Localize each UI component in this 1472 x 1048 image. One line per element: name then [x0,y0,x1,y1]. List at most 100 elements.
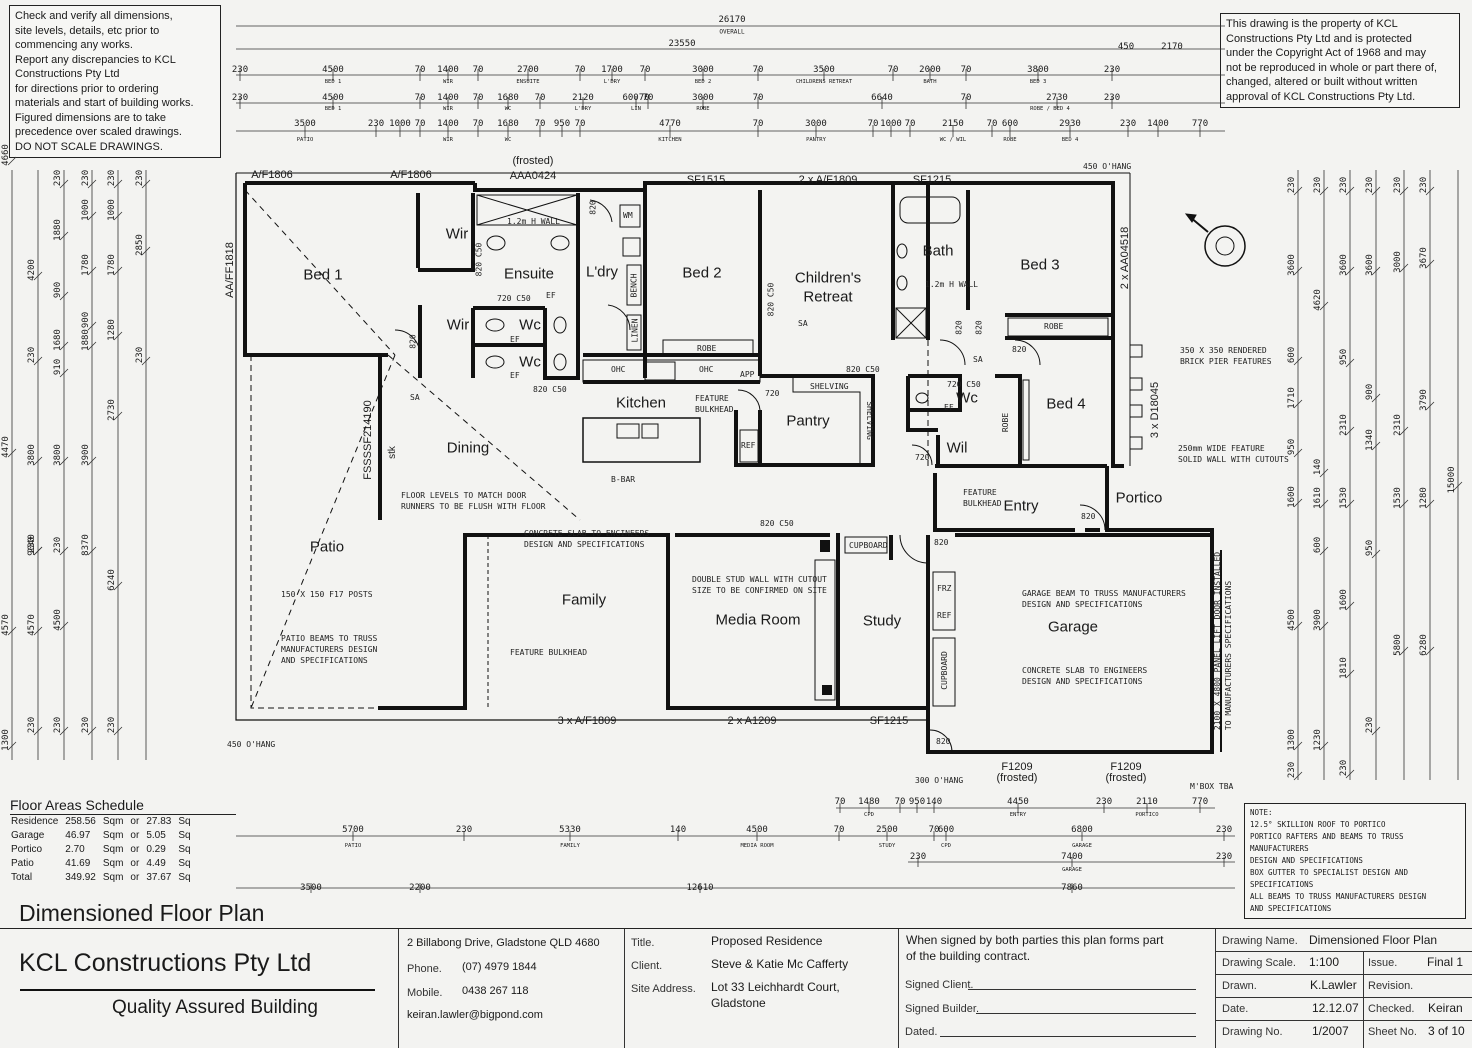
robe-label: ROBE [1044,322,1064,331]
dimension-value: 3800 [53,444,63,466]
note-line: changed, altered or built without writte… [1226,76,1418,88]
signed-builder-label: Signed Builder. [905,1003,979,1015]
contract-note-line1: When signed by both parties this plan fo… [906,933,1164,947]
schedule-cell: Sqm [102,858,124,869]
dimension-value: 1400 [437,65,459,75]
dimension-value: 230 [455,825,473,835]
door-size: 820 C50 [760,519,794,528]
schedule-cell: Sqm [102,830,124,841]
dimension-value: 2310 [1393,414,1403,436]
company-email[interactable]: keiran.lawler@bigpond.com [407,1009,543,1021]
door-size: 820 [934,538,949,547]
room-childrens-retreat-line1: Children's [794,269,862,287]
dimension-value: 2310 [1339,414,1349,436]
dimension-value: 3800 [1027,65,1049,75]
dimension-value: 5330 [559,825,581,835]
site-address-line2: Gladstone [711,996,766,1010]
dimension-value: 1680 [53,329,63,351]
note-line: ALL BEAMS TO TRUSS MANUFACTURERS DESIGN [1250,892,1427,901]
dimension-value: 70 [639,65,651,75]
dimension-label: BED 3 [1029,79,1047,85]
dimension-value: 70 [534,119,546,129]
dimension-label: WIR [443,79,453,85]
dimension-value: 4500 [746,825,768,835]
drawing-name: Dimensioned Floor Plan [1309,933,1438,947]
dimension-value: 230 [1215,852,1233,862]
client-label: Client. [631,960,663,972]
dimension-value: 70 [928,825,940,835]
dimension-value: 3800 [27,444,37,466]
dimension-value: 1600 [1339,589,1349,611]
smoke-alarm-label: SA [798,319,808,328]
title-label: Title. [631,937,655,949]
dimension-value: 230 [1339,759,1349,777]
dimension-label: PATIO [344,843,362,849]
dimension-value: 6280 [1419,634,1429,656]
overhang-label: 300 O'HANG [915,776,964,785]
room-family: Family [561,591,607,609]
dimension-value: 600 [1001,119,1019,129]
door-size: 820 [1081,512,1096,521]
dimension-value: 230 [1103,93,1121,103]
dimension-value: 3500 [813,65,835,75]
site-address-label: Site Address. [631,983,696,995]
schedule-cell: Sqm [102,872,124,883]
dimension-value: 4500 [1287,609,1297,631]
dimension-value: 600 [937,825,955,835]
dimension-label: L'DRY [603,79,621,85]
smoke-alarm-label: SA [973,355,983,364]
note-line: Figured dimensions are to take [15,111,167,124]
smoke-alarm-label: SA [410,393,420,402]
bench-label: BENCH [629,273,639,298]
dimension-value: 230 [1393,176,1403,194]
window-label: (frosted) [996,772,1038,784]
window-label: A/F1806 [251,169,293,181]
window-label: (frosted) [1105,772,1147,784]
washing-machine-label: WM [623,211,633,220]
dimension-value: 8370 [81,534,91,556]
client-name: Steve & Katie Mc Cafferty [711,957,849,971]
dimension-value: 2500 [876,825,898,835]
door-size: 820 [954,320,964,335]
room-dining: Dining [446,439,490,457]
schedule-cell: or [130,844,140,855]
dimension-value: 1000 [81,199,91,221]
window-label: F1209 [1001,761,1033,773]
note-line: site levels, details, etc prior to [15,24,160,37]
overhead-cupboard-label: OHC [699,365,714,374]
dimension-value: 3500 [300,883,322,893]
note-line: Report any discrepancies to KCL [15,53,176,66]
door-size: 820 C50 [474,242,484,277]
dimension-label: GARAGE [1072,843,1092,849]
dimension-value: 3900 [1313,609,1323,631]
window-label: 3 x D18045 [1149,381,1161,439]
exhaust-fan-label: EF [510,371,520,380]
dimension-value: 70 [472,65,484,75]
mobile-label: Mobile. [407,987,443,999]
schedule-cell: Sq [178,844,191,855]
note-line: for directions prior to ordering [15,82,159,95]
drawing-no-label: Drawing No. [1222,1026,1283,1038]
dimension-value: 230 [107,169,117,187]
window-label: SF1215 [869,715,909,727]
room-entry: Entry [1003,497,1039,515]
room-portico: Portico [1115,489,1163,507]
dimension-label: MEDIA ROOM [740,843,774,849]
pier-note: 350 X 350 RENDERED BRICK PIER FEATURES [1180,346,1272,366]
dimension-value: 70 [904,119,916,129]
dimension-value: 4500 [322,93,344,103]
dimension-value: 140 [1313,458,1323,476]
dimension-value: 230 [1313,176,1323,194]
double-stud-note: DOUBLE STUD WALL WITH CUTOUT SIZE TO BE … [692,575,827,595]
dimension-label: PORTICO [1135,812,1159,818]
dimension-value: 70 [752,93,764,103]
dimension-label: WC [504,137,512,143]
dimension-value: 1780 [81,254,91,276]
dimension-label: ENSUITE [516,79,540,85]
dimension-value: 70 [414,93,426,103]
dimension-value: 600 [1287,346,1297,364]
robe-label: ROBE [697,344,717,353]
breakfast-bar-label: B-BAR [611,475,636,484]
note-line: Check and verify all dimensions, [15,10,173,22]
